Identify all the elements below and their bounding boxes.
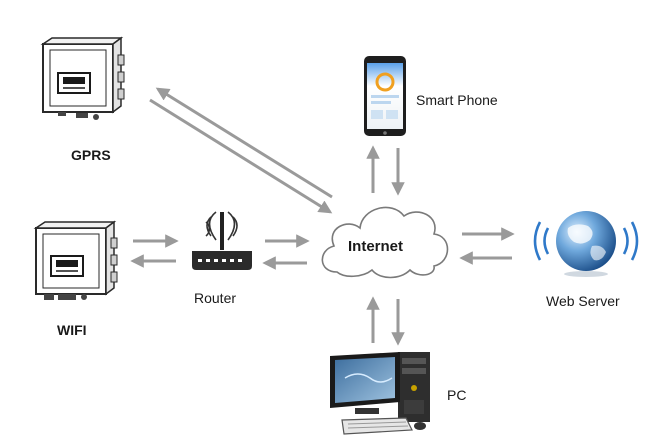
web-server-label: Web Server — [546, 293, 620, 309]
router-icon — [192, 211, 252, 270]
wifi-inverter-icon — [33, 220, 118, 300]
cloud-icon — [321, 206, 449, 279]
gprs-label: GPRS — [71, 147, 111, 163]
pc-label: PC — [447, 387, 467, 403]
arrow-gprs-to-internet — [149, 98, 333, 214]
smart-phone-label: Smart Phone — [416, 92, 498, 108]
globe-icon — [533, 211, 639, 277]
arrow-internet-to-gprs — [155, 87, 333, 199]
arrows — [130, 87, 515, 346]
internet-label: Internet — [348, 238, 404, 255]
wifi-label: WIFI — [57, 322, 87, 338]
smartphone-icon — [364, 56, 406, 136]
gprs-inverter-icon — [40, 36, 125, 120]
router-label: Router — [194, 290, 237, 306]
desktop-computer-icon — [330, 352, 430, 435]
